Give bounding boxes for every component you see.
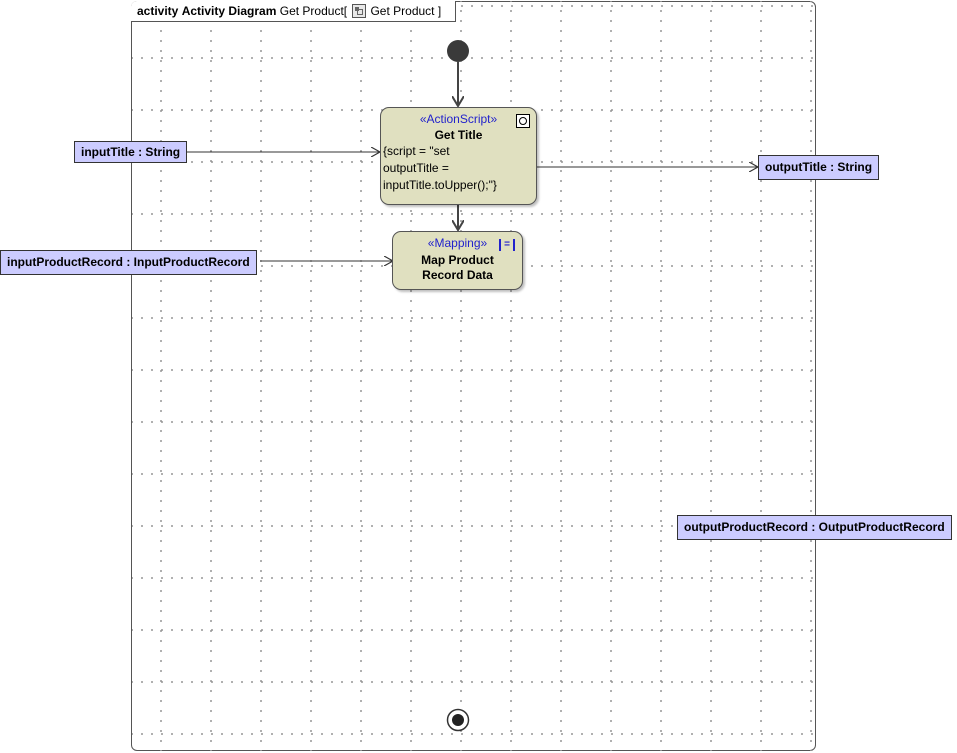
get-title-action[interactable]: «ActionScript» Get Title {script = "set …	[380, 107, 537, 205]
frame-bracket-open: [	[343, 4, 348, 18]
script-body-line-2: outputTitle =	[383, 161, 449, 175]
frame-name: Get Product	[279, 4, 344, 18]
frame-title-tab: activity Activity Diagram Get Product[ G…	[131, 1, 457, 22]
map-product-record-action[interactable]: = «Mapping» Map Product Record Data	[392, 231, 523, 290]
frame-keyword: activity	[137, 4, 179, 18]
initial-node[interactable]	[447, 40, 469, 62]
activity-icon	[352, 4, 367, 18]
mapping-stereotype: «Mapping»	[427, 236, 488, 250]
map-product-label-2: Record Data	[422, 268, 493, 282]
activity-final-node-center	[452, 714, 464, 726]
get-title-label: Get Title	[434, 128, 483, 142]
frame-diagram-type: Activity Diagram	[181, 4, 277, 18]
frame-bracket-close: ]	[437, 4, 442, 18]
map-product-label-1: Map Product	[421, 253, 494, 267]
script-icon	[516, 114, 530, 128]
frame-behavior: Get Product	[370, 4, 435, 18]
input-title-pin[interactable]: inputTitle : String	[74, 141, 188, 163]
script-body-line-1: {script = "set	[383, 144, 450, 158]
mapping-icon: =	[499, 239, 515, 251]
script-body-line-3: inputTitle.toUpper();"}	[383, 178, 497, 192]
input-product-record-pin[interactable]: inputProductRecord : InputProductRecord	[0, 250, 257, 275]
output-title-pin[interactable]: outputTitle : String	[758, 155, 880, 180]
action-script-stereotype: «ActionScript»	[419, 112, 498, 126]
output-product-record-pin[interactable]: outputProductRecord : OutputProductRecor…	[677, 515, 952, 540]
